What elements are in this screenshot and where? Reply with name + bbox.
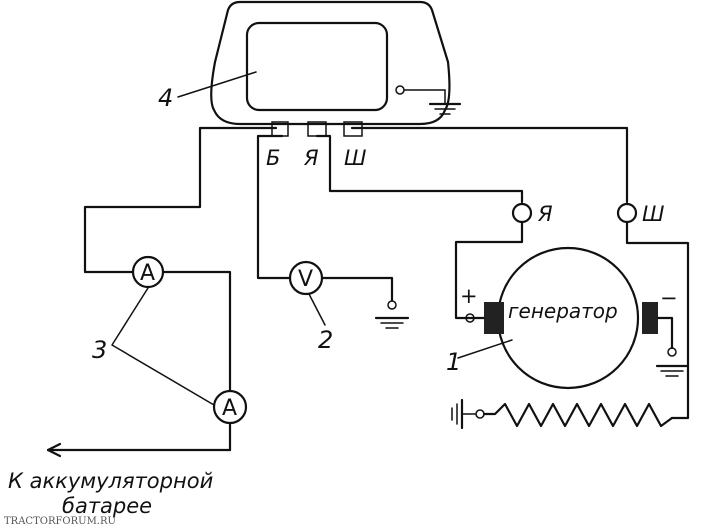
- terminal-b-label: Б: [266, 146, 280, 170]
- watermark: TRACTORFORUM.RU: [4, 516, 116, 527]
- gen-terminal-sh-label: Ш: [642, 202, 664, 226]
- generator-number: 1: [446, 348, 461, 376]
- generator-terminal-sh: [616, 202, 638, 224]
- voltmeter: [288, 260, 324, 296]
- ammeter-bottom-symbol: A: [222, 396, 237, 421]
- voltmeter-symbol: V: [298, 267, 313, 292]
- wires: [46, 126, 690, 458]
- generator-terminal-ya: [511, 202, 533, 224]
- regulator-number: 4: [158, 84, 173, 112]
- ammeter-top: [131, 255, 165, 289]
- ammeter-bottom: [212, 389, 248, 425]
- field-winding: [451, 398, 674, 430]
- generator: [457, 246, 689, 390]
- plus-sign: +: [460, 284, 478, 308]
- terminal-sh-label: Ш: [344, 146, 366, 170]
- ammeter-number: 3: [92, 336, 107, 364]
- arrow-icon: [46, 442, 62, 458]
- gen-terminal-ya-label: Я: [537, 202, 553, 226]
- terminal-ya-label: Я: [303, 146, 319, 170]
- battery-label-line1: К аккумуляторной: [8, 469, 213, 493]
- ammeter-top-symbol: A: [140, 261, 155, 286]
- voltmeter-number: 2: [318, 326, 333, 354]
- brush-plus: [484, 302, 504, 334]
- minus-sign: −: [660, 286, 678, 310]
- ground-icon: [374, 300, 410, 329]
- brush-minus: [642, 302, 658, 334]
- generator-label: генератор: [508, 299, 618, 323]
- voltage-regulator: [177, 0, 462, 137]
- regulator-ground-terminal: [395, 85, 405, 95]
- battery-label-line2: батарее: [62, 494, 152, 518]
